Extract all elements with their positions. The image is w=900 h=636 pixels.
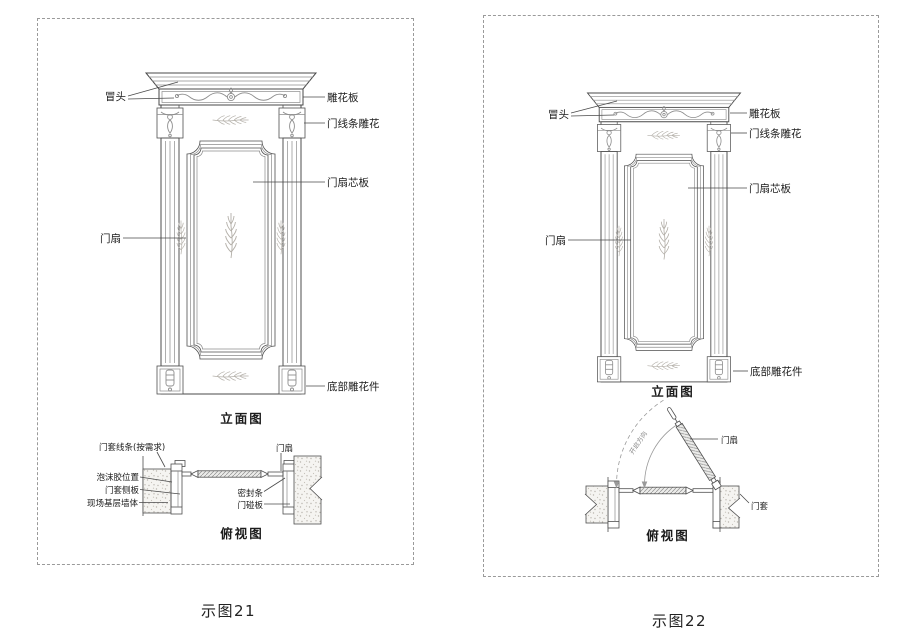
elevation-drawing-22 [588, 93, 741, 382]
label-frame-side-board: 门套侧板 [105, 485, 140, 496]
figure-caption-22: 示图22 [652, 612, 708, 630]
leader-line [570, 100, 618, 114]
top-view-title: 俯视图 [646, 528, 690, 543]
figure-caption-21: 示图21 [201, 602, 257, 620]
leader-line [570, 114, 615, 117]
elevation-title: 立面图 [651, 384, 695, 399]
label-cap-rail: 冒头 [105, 91, 126, 103]
label-door-leaf: 门扇 [545, 234, 566, 247]
swing-arc-dashed [616, 399, 664, 486]
label-seal-strip: 密封条 [237, 488, 263, 499]
label-carved-panel: 雕花板 [749, 107, 781, 120]
break-symbol [727, 497, 741, 519]
label-molding-carving: 门线条雕花 [327, 117, 380, 130]
leader-line [739, 493, 750, 504]
label-core-panel: 门扇芯板 [749, 182, 791, 195]
label-cap-rail: 冒头 [548, 109, 569, 121]
label-door-stop-board: 门碰板 [237, 500, 263, 511]
arrowhead [613, 481, 620, 489]
label-open-direction: 开启方向 [627, 429, 649, 456]
leader-line [127, 97, 175, 100]
top-view-title: 俯视图 [220, 526, 264, 541]
swing-arc [644, 423, 679, 486]
label-carved-panel: 雕花板 [327, 91, 359, 104]
leader-line [156, 451, 166, 468]
label-door-leaf: 门扇 [100, 232, 121, 245]
door-handle [667, 407, 677, 420]
label-bottom-carving: 底部雕花件 [750, 365, 803, 378]
break-symbol [584, 493, 598, 516]
label-door-leaf-plan: 门扇 [721, 435, 738, 446]
label-foam-position: 泡沫胶位置 [96, 472, 139, 483]
top-view-labels-22: 门扇 门套 俯视图 [646, 435, 768, 543]
label-bottom-carving: 底部雕花件 [327, 380, 380, 393]
arrowhead [641, 481, 648, 489]
elevation-drawing-21 [146, 73, 316, 394]
label-frame-molding: 门套线条(按需求) [99, 442, 165, 453]
wall-section [142, 468, 172, 514]
top-view-drawing-21 [142, 455, 323, 525]
sheet-22-drawing: 冒头 雕花板 门线条雕花 门扇芯板 门扇 底部雕花件 立面图 [545, 16, 803, 543]
leader-line [139, 476, 173, 483]
sheet-21: 冒头 雕花板 门线条雕花 门扇芯板 门扇 底部雕花件 立面图 [37, 18, 414, 565]
elevation-title: 立面图 [220, 411, 264, 426]
top-view-labels-21: 门套线条(按需求) 门扇 泡沫胶位置 门套侧板 现场基层墙体 密封条 门碰板 俯… [87, 442, 293, 541]
label-door-leaf-plan: 门扇 [276, 443, 293, 454]
label-door-frame: 门套 [751, 501, 769, 512]
top-view-drawing-22: 开启方向 [584, 399, 741, 532]
leader-line [139, 489, 181, 495]
leader-line [127, 81, 179, 97]
door-closed-section [639, 486, 687, 495]
break-symbol [309, 476, 323, 501]
label-site-base-wall: 现场基层墙体 [87, 498, 139, 509]
label-molding-carving: 门线条雕花 [749, 127, 802, 140]
open-door-leaf [667, 407, 722, 491]
leader-line [263, 477, 286, 492]
elevation-labels-21: 冒头 雕花板 门线条雕花 门扇芯板 门扇 底部雕花件 立面图 [100, 81, 380, 426]
elevation-labels-22: 冒头 雕花板 门线条雕花 门扇芯板 门扇 底部雕花件 立面图 [545, 100, 803, 399]
sheet-22: 冒头 雕花板 门线条雕花 门扇芯板 门扇 底部雕花件 立面图 [483, 15, 879, 577]
label-core-panel: 门扇芯板 [327, 176, 369, 189]
door-leaf-section [197, 470, 262, 478]
sheet-21-drawing: 冒头 雕花板 门线条雕花 门扇芯板 门扇 底部雕花件 立面图 [87, 19, 380, 541]
